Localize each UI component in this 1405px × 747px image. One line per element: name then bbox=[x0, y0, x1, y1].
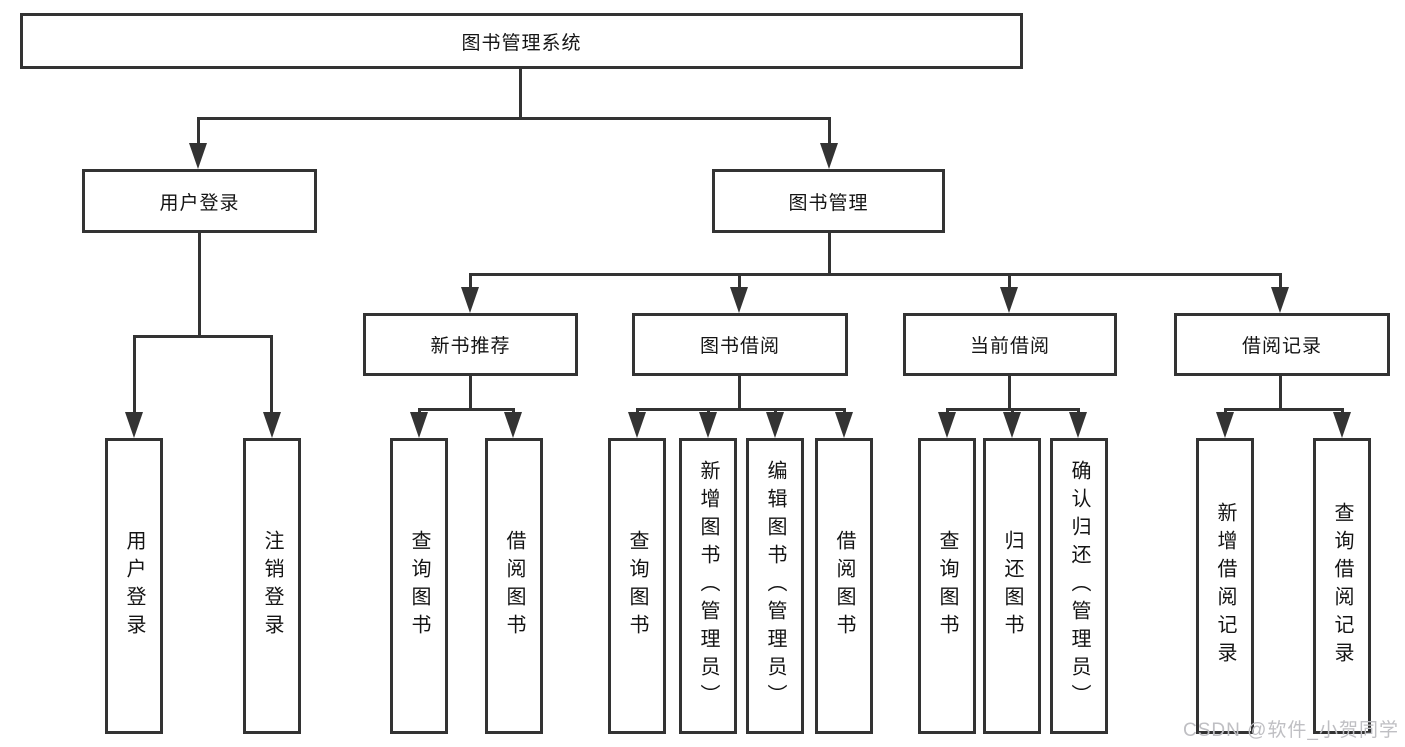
csdn-watermark: CSDN @软件_小贺同学 bbox=[1183, 720, 1399, 741]
arrow-down-icon bbox=[1333, 412, 1351, 438]
connector-drop bbox=[1008, 273, 1011, 291]
node-user-login: 用户登录 bbox=[82, 169, 317, 233]
arrow-down-icon bbox=[730, 287, 748, 313]
arrow-down-icon bbox=[1069, 412, 1087, 438]
connector-stem bbox=[1279, 376, 1282, 408]
arrow-down-icon bbox=[835, 412, 853, 438]
arrow-down-icon bbox=[263, 412, 281, 438]
connector-split bbox=[133, 335, 273, 338]
leaf-user-login: 用户登录 bbox=[105, 438, 163, 734]
node-book-management: 图书管理 bbox=[712, 169, 945, 233]
connector-stem bbox=[738, 376, 741, 408]
connector-drop bbox=[738, 273, 741, 291]
node-root-library-management-system: 图书管理系统 bbox=[20, 13, 1023, 69]
connector-drop bbox=[1279, 273, 1282, 291]
connector-split bbox=[1224, 408, 1343, 411]
connector-drop bbox=[133, 335, 136, 415]
arrow-down-icon bbox=[628, 412, 646, 438]
arrow-down-icon bbox=[189, 143, 207, 169]
node-book-borrowing: 图书借阅 bbox=[632, 313, 848, 376]
connector-drop bbox=[270, 335, 273, 415]
connector-split bbox=[636, 408, 845, 411]
leaf-borrow-books: 借阅图书 bbox=[815, 438, 873, 734]
leaf-return-books: 归还图书 bbox=[983, 438, 1041, 734]
connector-drop bbox=[469, 273, 472, 291]
arrow-down-icon bbox=[1000, 287, 1018, 313]
leaf-logout: 注销登录 bbox=[243, 438, 301, 734]
leaf-add-books-admin: 新增图书（管理员） bbox=[679, 438, 737, 734]
connector-split bbox=[469, 273, 1282, 276]
node-borrowing-records: 借阅记录 bbox=[1174, 313, 1390, 376]
connector-drop bbox=[197, 117, 200, 147]
connector-stem bbox=[198, 233, 201, 335]
arrow-down-icon bbox=[820, 143, 838, 169]
arrow-down-icon bbox=[410, 412, 428, 438]
arrow-down-icon bbox=[699, 412, 717, 438]
leaf-add-borrow-record: 新增借阅记录 bbox=[1196, 438, 1254, 734]
connector-root-stem bbox=[519, 69, 522, 117]
leaf-query-books-current: 查询图书 bbox=[918, 438, 976, 734]
arrow-down-icon bbox=[461, 287, 479, 313]
arrow-down-icon bbox=[1003, 412, 1021, 438]
arrow-down-icon bbox=[1216, 412, 1234, 438]
node-current-borrowing: 当前借阅 bbox=[903, 313, 1117, 376]
arrow-down-icon bbox=[766, 412, 784, 438]
node-new-book-recommendation: 新书推荐 bbox=[363, 313, 578, 376]
connector-stem bbox=[469, 376, 472, 408]
leaf-query-books-borrowing: 查询图书 bbox=[608, 438, 666, 734]
arrow-down-icon bbox=[1271, 287, 1289, 313]
connector-drop bbox=[828, 117, 831, 147]
leaf-borrow-books-recommend: 借阅图书 bbox=[485, 438, 543, 734]
connector-split bbox=[418, 408, 514, 411]
leaf-edit-books-admin: 编辑图书（管理员） bbox=[746, 438, 804, 734]
leaf-query-borrow-record: 查询借阅记录 bbox=[1313, 438, 1371, 734]
leaf-query-books-recommend: 查询图书 bbox=[390, 438, 448, 734]
connector-stem bbox=[1008, 376, 1011, 408]
connector-stem bbox=[828, 233, 831, 273]
leaf-confirm-return-admin: 确认归还（管理员） bbox=[1050, 438, 1108, 734]
arrow-down-icon bbox=[504, 412, 522, 438]
connector-root-split bbox=[197, 117, 831, 120]
arrow-down-icon bbox=[938, 412, 956, 438]
arrow-down-icon bbox=[125, 412, 143, 438]
